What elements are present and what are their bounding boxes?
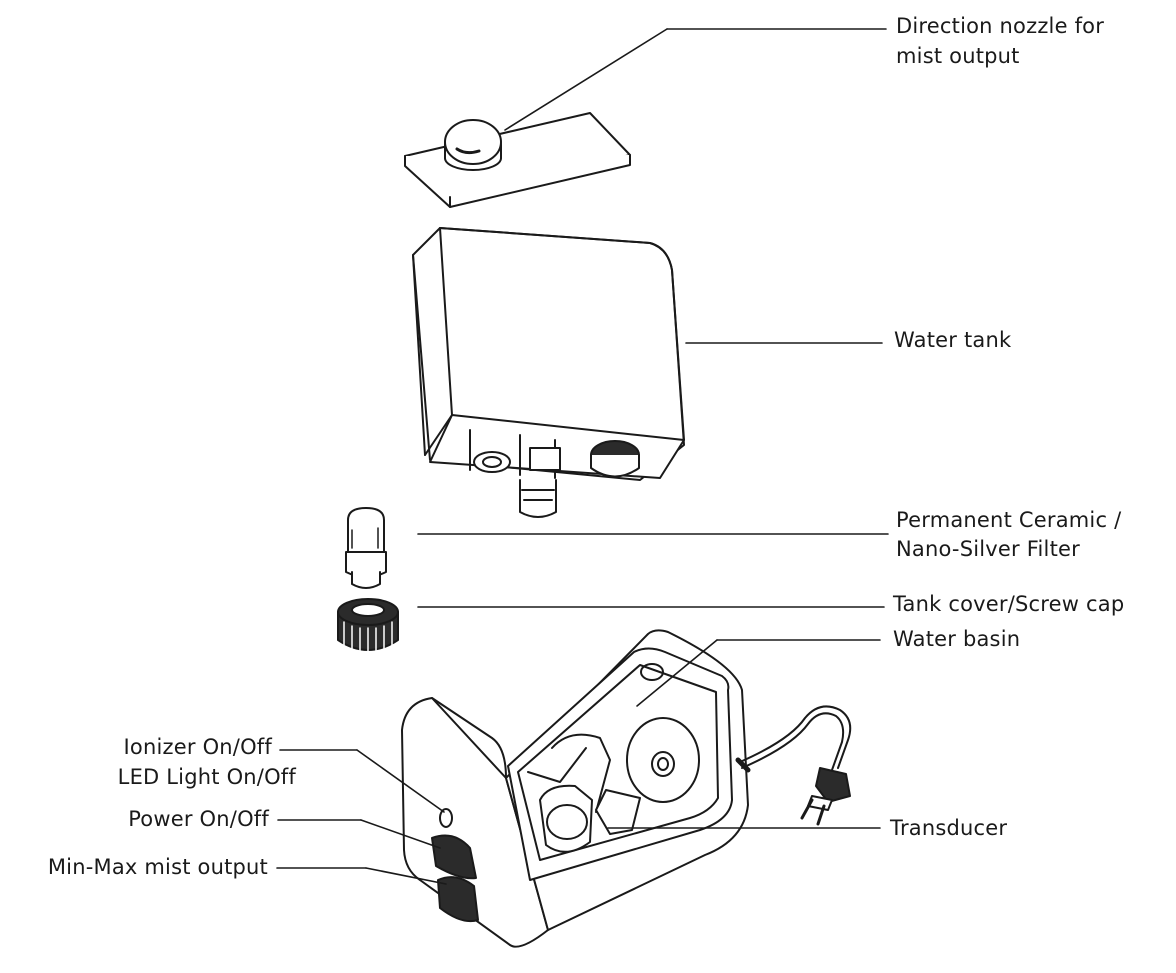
label-ionizer-line2: LED Light On/Off bbox=[117, 765, 296, 789]
label-filter-line1: Permanent Ceramic / bbox=[896, 508, 1122, 532]
ceramic-filter-part bbox=[345, 507, 387, 589]
label-ionizer-line1: Ionizer On/Off bbox=[123, 735, 272, 759]
label-nozzle-line1: Direction nozzle for bbox=[896, 14, 1105, 38]
label-power: Power On/Off bbox=[128, 807, 269, 831]
base-unit-part bbox=[401, 629, 852, 948]
leader-mist-diag bbox=[365, 867, 447, 885]
screw-cap-part bbox=[337, 598, 399, 654]
label-mist-output: Min-Max mist output bbox=[47, 855, 268, 879]
leader-nozzle-diag bbox=[504, 28, 668, 131]
leader-water-basin-diag bbox=[636, 639, 718, 707]
label-filter-line2: Nano-Silver Filter bbox=[896, 537, 1080, 561]
label-nozzle-line2: mist output bbox=[896, 44, 1020, 68]
direction-nozzle-part bbox=[404, 112, 631, 208]
label-transducer: Transducer bbox=[890, 816, 1008, 840]
label-water-tank: Water tank bbox=[894, 328, 1012, 352]
leader-power-diag bbox=[360, 819, 441, 849]
water-tank-part bbox=[412, 227, 685, 518]
leader-lines bbox=[276, 28, 889, 885]
label-water-basin: Water basin bbox=[893, 627, 1021, 651]
label-tank-cover: Tank cover/Screw cap bbox=[893, 592, 1125, 616]
leader-ionizer-diag bbox=[356, 749, 445, 813]
